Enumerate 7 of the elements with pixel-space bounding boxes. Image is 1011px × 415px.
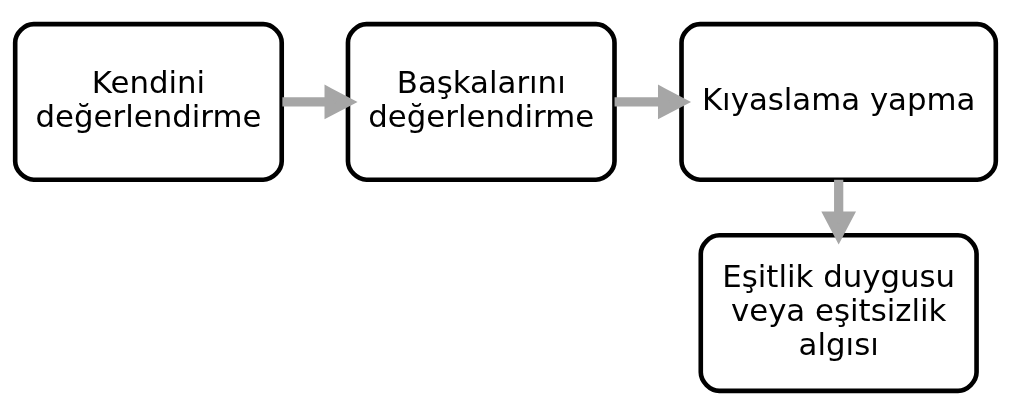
node-box: Kıyaslama yapma xyxy=(679,21,999,183)
node-box: Kendini değerlendirme xyxy=(12,21,285,183)
arrow xyxy=(282,84,358,120)
arrow xyxy=(821,179,856,245)
arrow xyxy=(614,84,692,120)
node-box: Eşitlik duygusu veya eşitsizlik algısı xyxy=(698,232,979,394)
node-box: Başkalarını değerlendirme xyxy=(345,21,617,183)
